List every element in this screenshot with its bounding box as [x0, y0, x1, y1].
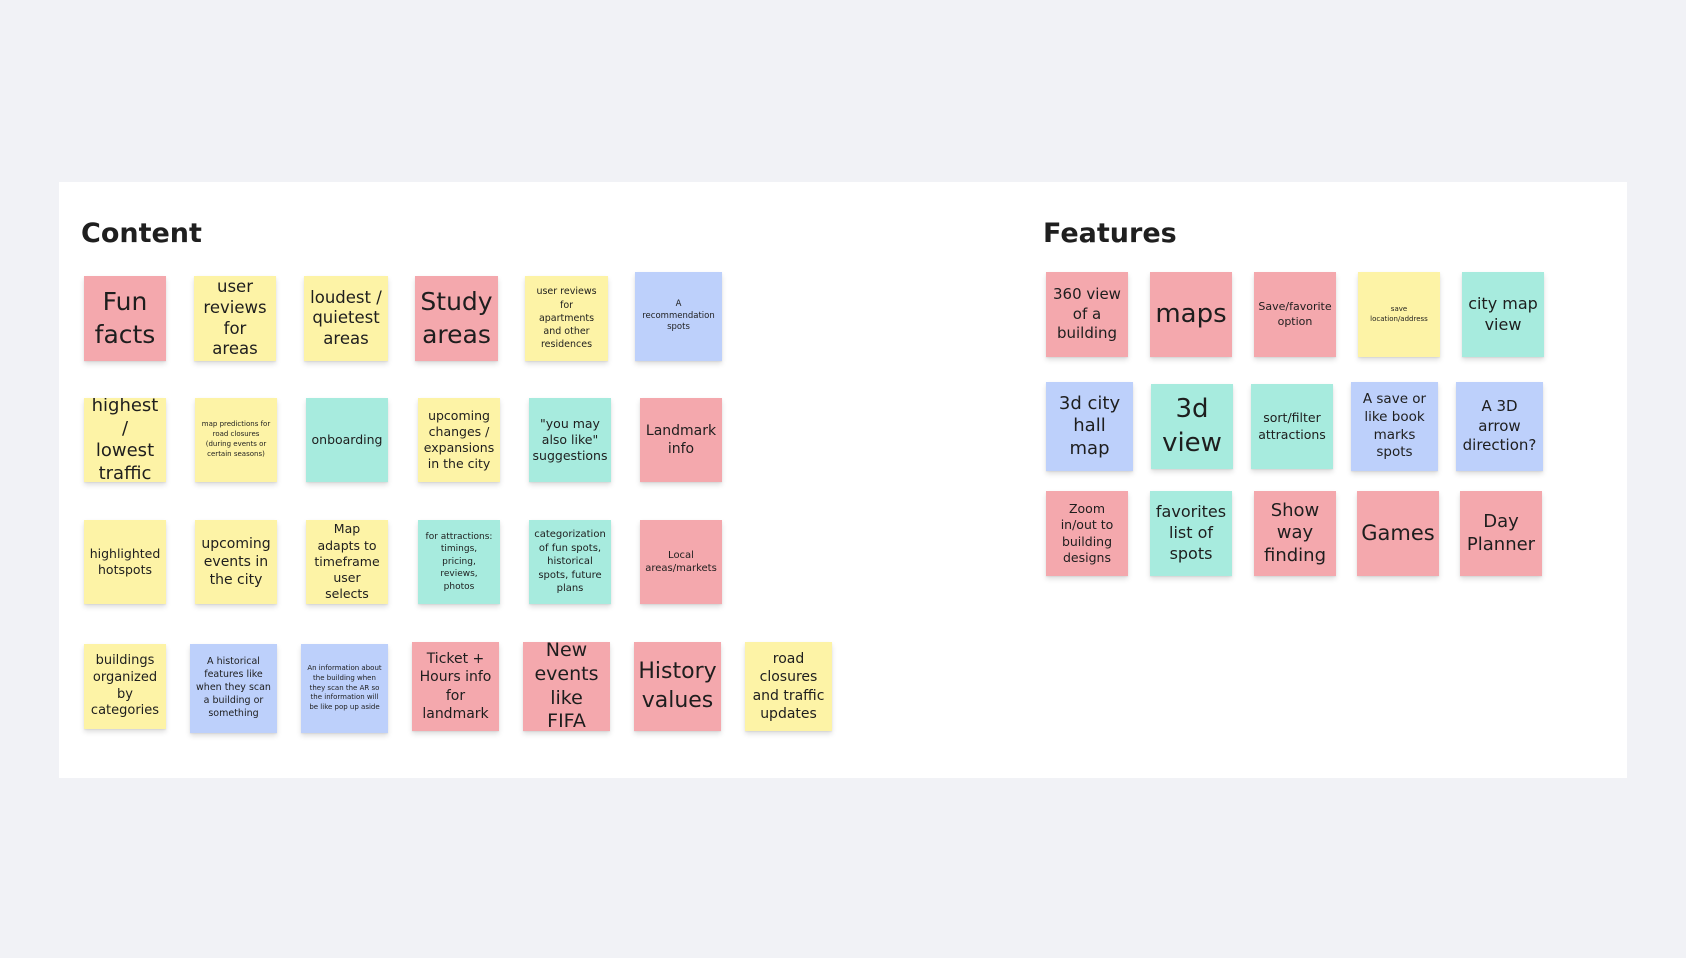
sticky-note[interactable]: 3d city hall map: [1046, 382, 1133, 471]
sticky-note-text: "you may also like" suggestions: [532, 415, 608, 464]
sticky-note[interactable]: Landmark info: [640, 398, 722, 482]
sticky-note[interactable]: highlighted hotspots: [84, 520, 166, 604]
sticky-note[interactable]: An information about the building when t…: [301, 644, 388, 733]
sticky-note[interactable]: A recommendation spots: [635, 272, 722, 361]
content-section-title: Content: [81, 218, 202, 249]
sticky-note-text: New events like FIFA: [534, 642, 599, 731]
sticky-note[interactable]: maps: [1150, 272, 1232, 357]
sticky-note[interactable]: Ticket + Hours info for landmark: [412, 642, 499, 731]
sticky-note[interactable]: save location/address: [1358, 272, 1440, 357]
sticky-note-text: Fun facts: [94, 287, 156, 349]
sticky-note[interactable]: sort/filter attractions: [1251, 384, 1333, 469]
sticky-note[interactable]: city map view: [1462, 272, 1544, 357]
sticky-note[interactable]: A 3D arrow direction?: [1456, 382, 1543, 471]
sticky-note-text: city map view: [1468, 293, 1538, 334]
sticky-note-text: maps: [1155, 298, 1227, 329]
sticky-note[interactable]: road closures and traffic updates: [745, 642, 832, 731]
sticky-note-text: Day Planner: [1466, 511, 1536, 555]
sticky-note[interactable]: A save or like book marks spots: [1351, 382, 1438, 471]
sticky-note[interactable]: Games: [1357, 491, 1439, 576]
sticky-note-text: sort/filter attractions: [1258, 410, 1326, 442]
sticky-note-text: An information about the building when t…: [307, 664, 382, 712]
sticky-note-text: 3d city hall map: [1058, 392, 1121, 459]
sticky-note[interactable]: Day Planner: [1460, 491, 1542, 576]
sticky-note-text: upcoming changes / expansions in the cit…: [423, 407, 495, 472]
sticky-note-text: buildings organized by categories: [90, 652, 160, 719]
sticky-note[interactable]: Zoom in/out to building designs: [1046, 491, 1128, 576]
sticky-note-text: A recommendation spots: [642, 298, 715, 333]
sticky-note[interactable]: onboarding: [306, 398, 388, 482]
sticky-note-text: user reviews for apartments and other re…: [536, 286, 597, 351]
sticky-note-text: Show way finding: [1263, 499, 1326, 566]
sticky-note[interactable]: New events like FIFA: [523, 642, 610, 731]
sticky-note[interactable]: A historical features like when they sca…: [190, 644, 277, 733]
sticky-note-text: 3d view: [1162, 393, 1222, 458]
sticky-note[interactable]: "you may also like" suggestions: [529, 398, 611, 482]
features-section-title: Features: [1043, 218, 1177, 249]
sticky-note[interactable]: user reviews for areas: [194, 276, 276, 361]
sticky-note[interactable]: Show way finding: [1254, 491, 1336, 576]
sticky-note[interactable]: map predictions for road closures (durin…: [195, 398, 277, 482]
sticky-note[interactable]: highest / lowest traffic: [84, 398, 166, 482]
sticky-note-text: A historical features like when they sca…: [196, 656, 271, 719]
sticky-note[interactable]: Study areas: [415, 276, 498, 361]
sticky-note-text: Map adapts to timeframe user selects: [314, 521, 380, 602]
sticky-note-text: categorization of fun spots, historical …: [534, 529, 606, 595]
sticky-note-text: map predictions for road closures (durin…: [201, 420, 271, 458]
sticky-note[interactable]: user reviews for apartments and other re…: [525, 276, 608, 361]
sticky-note-text: History values: [638, 658, 717, 713]
sticky-note-text: loudest / quietest areas: [310, 287, 382, 348]
sticky-note-text: 360 view of a building: [1053, 285, 1121, 343]
sticky-note[interactable]: for attractions: timings, pricing, revie…: [418, 520, 500, 604]
sticky-note[interactable]: History values: [634, 642, 721, 731]
sticky-note[interactable]: Map adapts to timeframe user selects: [306, 520, 388, 604]
sticky-note-text: favorites list of spots: [1155, 502, 1227, 563]
sticky-note[interactable]: 3d view: [1151, 384, 1233, 469]
sticky-note-text: Zoom in/out to building designs: [1060, 501, 1114, 565]
sticky-note-text: Ticket + Hours info for landmark: [419, 651, 492, 722]
sticky-note[interactable]: loudest / quietest areas: [304, 276, 388, 361]
sticky-note-text: highest / lowest traffic: [91, 398, 159, 482]
sticky-note-text: user reviews for areas: [203, 277, 267, 359]
sticky-note[interactable]: categorization of fun spots, historical …: [529, 520, 611, 604]
sticky-note-text: A 3D arrow direction?: [1462, 397, 1537, 455]
sticky-note[interactable]: favorites list of spots: [1150, 491, 1232, 576]
sticky-note-text: Local areas/markets: [645, 549, 717, 575]
sticky-note-text: road closures and traffic updates: [752, 651, 825, 722]
sticky-note[interactable]: Save/favorite option: [1254, 272, 1336, 357]
sticky-note[interactable]: buildings organized by categories: [84, 644, 166, 729]
sticky-note-text: Study areas: [420, 287, 493, 349]
sticky-note-text: onboarding: [311, 431, 383, 447]
sticky-note-text: highlighted hotspots: [89, 545, 161, 577]
sticky-note-text: A save or like book marks spots: [1362, 391, 1427, 461]
sticky-note-text: save location/address: [1370, 304, 1428, 323]
sticky-note[interactable]: Fun facts: [84, 276, 166, 361]
sticky-note[interactable]: 360 view of a building: [1046, 272, 1128, 357]
sticky-note-text: Landmark info: [645, 422, 717, 457]
sticky-note-text: Games: [1361, 521, 1435, 546]
board-frame[interactable]: Content Features Fun facts user reviews …: [59, 182, 1627, 778]
sticky-note-text: for attractions: timings, pricing, revie…: [425, 531, 493, 592]
sticky-note[interactable]: upcoming events in the city: [195, 520, 277, 604]
sticky-note[interactable]: upcoming changes / expansions in the cit…: [418, 398, 500, 482]
sticky-note-text: upcoming events in the city: [201, 535, 271, 589]
sticky-note[interactable]: Local areas/markets: [640, 520, 722, 604]
sticky-note-text: Save/favorite option: [1258, 299, 1332, 328]
